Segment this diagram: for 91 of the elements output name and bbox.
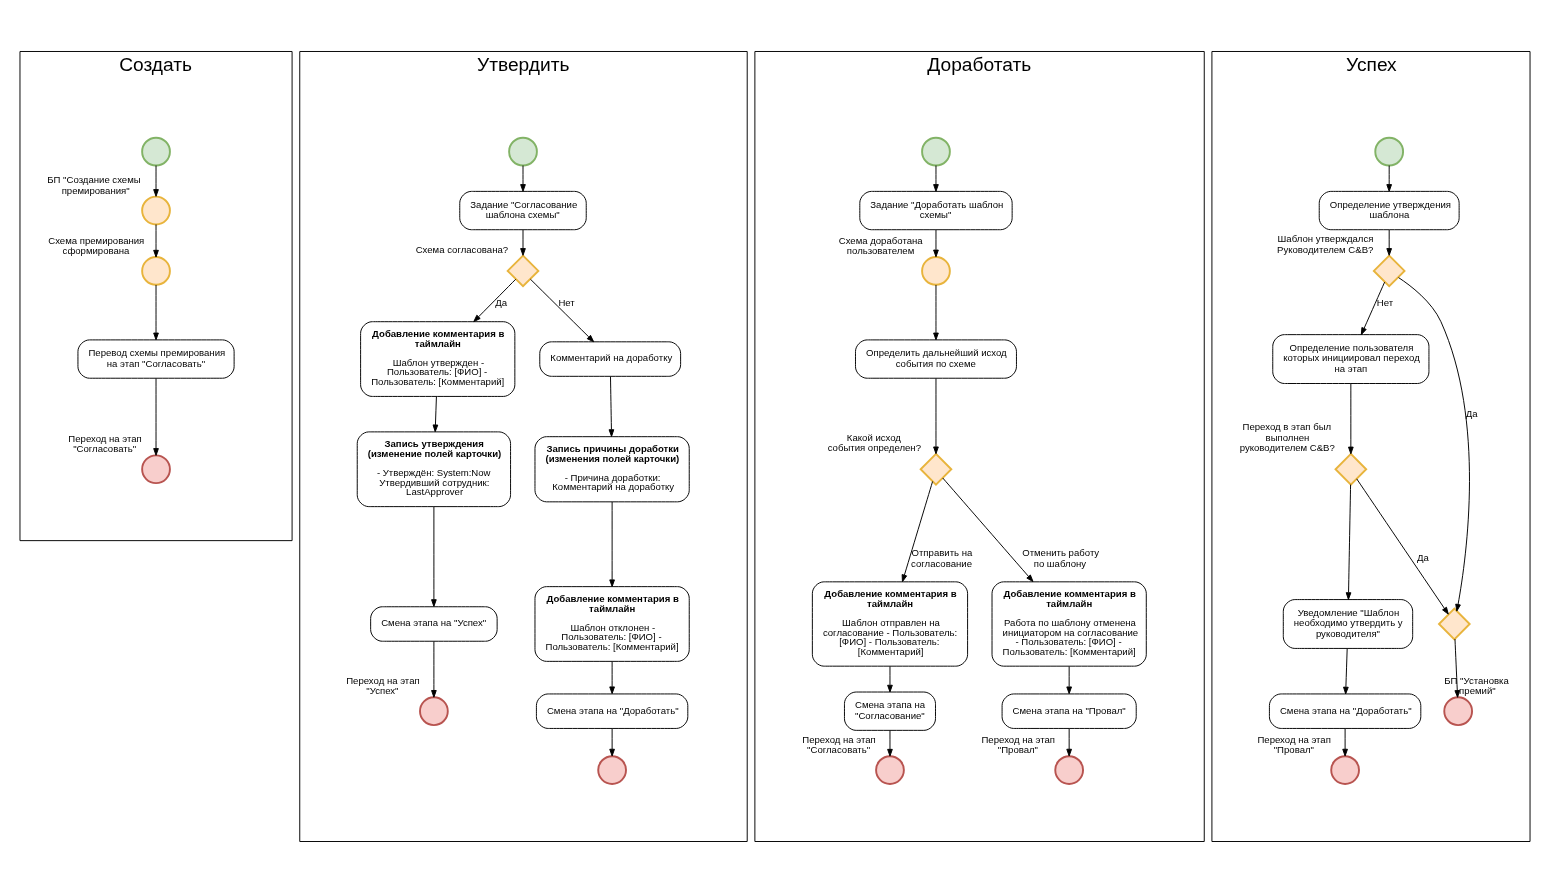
node-box: Добавление комментария в таймлайн Работа по шаблону отменена инициатором на согласование - Пользователь: [ФИО] - Пользователь: [Комментарий] <box>991 581 1147 667</box>
arrow <box>153 165 159 197</box>
node-box: Смена этапа на "Провал" <box>1001 693 1137 729</box>
node-circle <box>597 755 627 785</box>
arrow <box>153 224 159 258</box>
arrow <box>1386 165 1392 192</box>
node-box: Смена этапа на "Согласование" <box>844 691 936 731</box>
arrow <box>887 665 893 693</box>
node-diamond <box>506 254 540 288</box>
node-box: Добавление комментария в таймлайн Шаблон отправлен на согласование - Пользователь: [ФИО] - Пользователь: [Комментарий] <box>811 581 969 667</box>
arrow <box>431 640 437 698</box>
arrow <box>1386 229 1392 256</box>
node-label: Шаблон утверждался Руководителем C&B? <box>1277 233 1374 255</box>
node-circle <box>921 136 951 167</box>
node-circle <box>419 696 449 727</box>
node-box: Смена этапа на "Доработать" <box>1268 693 1422 729</box>
arrow <box>520 165 526 192</box>
arrow <box>609 660 615 695</box>
arrow <box>1066 728 1072 757</box>
node-box: Задание "Согласование шаблона схемы" <box>459 190 587 231</box>
arrow <box>1348 383 1354 455</box>
arrow <box>1066 665 1072 695</box>
node-label: БП "Создание схемы премирования" <box>47 174 141 196</box>
arrow <box>431 506 437 607</box>
node-label: Схема доработана пользователем <box>838 234 923 257</box>
node-circle <box>1054 755 1084 785</box>
node-circle <box>141 454 171 485</box>
node-diamond <box>919 452 953 486</box>
edge-label: Отправить на согласование <box>911 546 973 569</box>
node-box: Запись причины доработки (изменения полей карточки) - Причина доработки: Комментарий на доработку <box>534 436 690 503</box>
node-label: Схема премирования сформирована <box>48 234 145 257</box>
arrow <box>609 501 615 588</box>
edge-label: Нет <box>1376 297 1394 309</box>
arrow <box>933 229 939 258</box>
arrow <box>933 165 939 192</box>
node-label: БП "Установка премий" <box>1444 674 1509 697</box>
node-label: Переход в этап был выполнен руководителем C&B? <box>1239 420 1335 454</box>
arrow <box>1343 648 1349 695</box>
arrow <box>529 278 595 343</box>
node-circle <box>1443 696 1473 727</box>
node-circle <box>141 256 171 286</box>
arrow <box>887 730 893 757</box>
node-label: Переход на этап "Согласовать" <box>802 733 876 756</box>
arrow <box>1360 281 1386 336</box>
node-label: Переход на этап "Провал" <box>981 733 1055 756</box>
arrow <box>432 396 439 433</box>
node-circle <box>141 136 171 167</box>
node-box: Перевод схемы премирования на этап "Согласовать" <box>77 339 235 379</box>
node-box: Смена этапа на "Доработать" <box>535 693 689 729</box>
node-label: Переход на этап "Успех" <box>346 674 420 697</box>
node-box: Смена этапа на "Успех" <box>370 606 498 642</box>
arrow <box>153 284 159 341</box>
node-circle <box>875 755 905 785</box>
node-label: Какой исход события определен? <box>827 431 921 454</box>
arrow <box>608 376 615 437</box>
node-box: Уведомление "Шаблон необходимо утвердить у руководителя" <box>1282 599 1414 649</box>
node-circle <box>141 195 171 226</box>
arrow <box>1356 478 1449 615</box>
arrow <box>153 377 159 456</box>
arrow <box>1454 638 1461 698</box>
edge-label: Да <box>1416 552 1429 564</box>
arrow <box>901 480 934 583</box>
node-label: Схема согласована? <box>415 243 509 255</box>
node-box: Определить дальнейший исход события по схеме <box>855 339 1017 379</box>
arrow <box>520 229 526 256</box>
arrow <box>1342 728 1348 757</box>
node-box: Определение утверждения шаблона <box>1318 190 1460 231</box>
node-circle <box>508 136 538 167</box>
arrow <box>942 477 1034 583</box>
node-box: Добавление комментария в таймлайн Шаблон отклонен - Пользователь: [ФИО] - Пользователь: [Комментарий] <box>534 586 690 662</box>
node-box: Комментарий на доработку <box>539 341 682 377</box>
node-diamond <box>1334 452 1368 486</box>
node-box: Добавление комментария в таймлайн Шаблон утвержден - Пользователь: [ФИО] - Пользователь: [Комментарий] <box>360 321 516 397</box>
arrow <box>1398 277 1470 612</box>
arrow <box>609 728 615 757</box>
node-box: Запись утверждения (изменение полей карточки) - Утверждён: System:Now Утвердивший сотрудник: LastApprover <box>356 431 512 508</box>
edge-label: Да <box>495 297 508 309</box>
arrow <box>473 278 517 323</box>
node-circle <box>921 256 951 286</box>
node-box: Задание "Доработать шаблон схемы" <box>859 190 1013 231</box>
node-circle <box>1330 755 1360 785</box>
edge-label: Отменить работу по шаблону <box>1022 546 1100 569</box>
arrow <box>933 284 939 341</box>
node-label: Переход на этап "Провал" <box>1257 733 1331 756</box>
edge-label: Нет <box>558 297 575 309</box>
node-box: Определение пользователя которых инициировал переход на этап <box>1272 334 1430 384</box>
arrow <box>933 377 939 455</box>
node-circle <box>1374 136 1405 167</box>
arrow <box>1345 484 1352 600</box>
node-label: Переход на этап "Согласовать" <box>68 432 142 455</box>
node-diamond <box>1372 254 1406 288</box>
